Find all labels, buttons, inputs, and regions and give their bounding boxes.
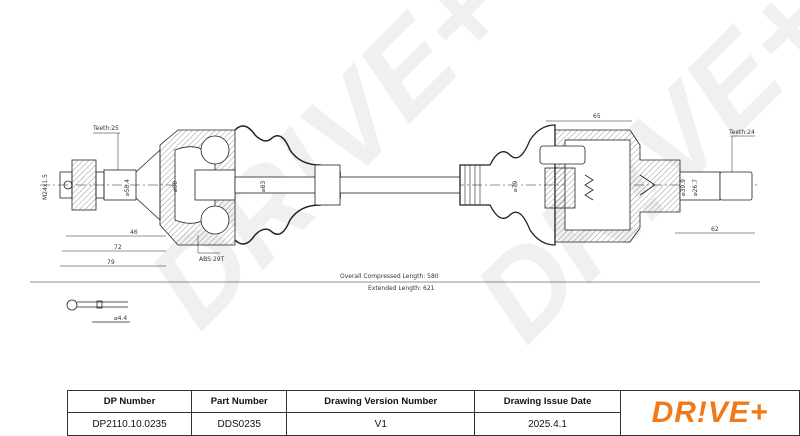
header-drawing-version: Drawing Version Number bbox=[286, 390, 476, 413]
abs-label: ABS:29T bbox=[199, 256, 225, 263]
dim-62-label: 62 bbox=[711, 226, 719, 233]
dimension-lines bbox=[30, 120, 760, 283]
outer-stub bbox=[59, 149, 161, 221]
dim-72-label: 72 bbox=[114, 244, 122, 251]
extended-length: Extended Length: 621 bbox=[368, 285, 435, 292]
pin-dia-label: ⌀4.4 bbox=[114, 315, 127, 322]
shaft bbox=[234, 176, 461, 194]
dia-stub2-label: ⌀26.7 bbox=[692, 179, 699, 196]
dia-splined-label: ⌀58.4 bbox=[124, 179, 131, 196]
outer-cv-joint bbox=[159, 129, 236, 246]
overall-compressed-length: Overall Compressed Length: 580 bbox=[340, 273, 439, 280]
header-part-number: Part Number bbox=[190, 390, 288, 413]
dia-outer-cv-label: ⌀90 bbox=[172, 181, 179, 192]
drawing-version-value: V1 bbox=[286, 412, 476, 436]
dim-65-label: 65 bbox=[593, 113, 601, 120]
part-number-value: DDS0235 bbox=[190, 412, 288, 436]
dia-stub1-label: ⌀39.9 bbox=[680, 179, 687, 196]
teeth-outer-label: Teeth:25 bbox=[92, 125, 119, 132]
dia-inner-boot-label: ⌀79 bbox=[512, 181, 519, 192]
issue-date-value: 2025.4.1 bbox=[474, 412, 621, 436]
inner-boot bbox=[459, 124, 556, 246]
logo-text: DR!VE+ bbox=[651, 396, 769, 429]
dp-number-value: DP2110.10.0235 bbox=[67, 412, 192, 436]
teeth-inner-label: Teeth:24 bbox=[728, 129, 755, 136]
title-block: DP Number Part Number Drawing Version Nu… bbox=[67, 390, 800, 436]
dim-79-label: 79 bbox=[107, 259, 115, 266]
brand-logo: DR!VE+ bbox=[620, 390, 800, 436]
dim-46-label: 46 bbox=[130, 229, 138, 236]
thread-label: M24x1.5 bbox=[42, 174, 49, 200]
dia-boot-label: ⌀83 bbox=[260, 181, 267, 192]
inner-tripod-housing bbox=[539, 129, 681, 243]
header-issue-date: Drawing Issue Date bbox=[474, 390, 621, 413]
header-dp-number: DP Number bbox=[67, 390, 192, 413]
cotter-pin bbox=[66, 299, 130, 323]
